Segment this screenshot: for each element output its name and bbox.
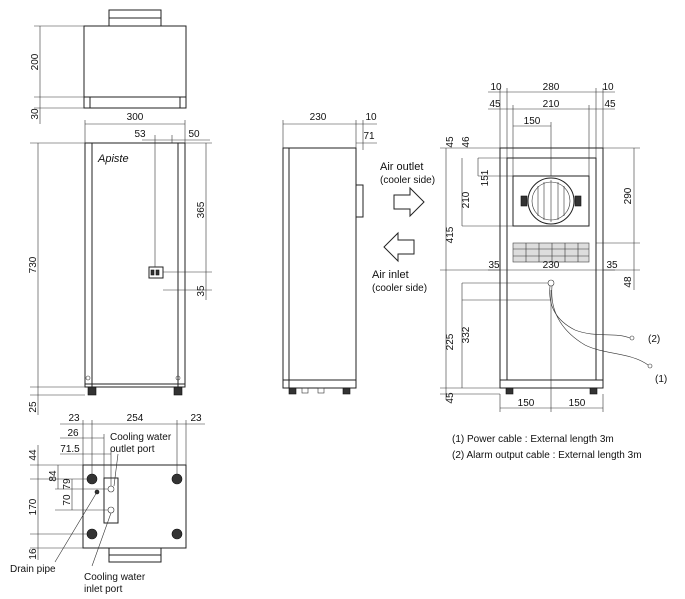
top-view [34,9,187,124]
cable-1-tag: (1) [655,374,667,385]
dim-rear-46: 46 [461,136,472,148]
dim-front-25: 25 [28,401,39,413]
air-outlet-sublabel: (cooler side) [380,175,435,186]
dim-rear-290: 290 [623,187,634,204]
drain-pipe-label: Drain pipe [10,564,56,575]
air-inlet-sublabel: (cooler side) [372,283,427,294]
dim-side-230: 230 [310,112,327,123]
dim-bot-23b: 23 [190,413,202,424]
dim-front-300: 300 [127,112,144,123]
dim-rear-150c: 150 [569,398,586,409]
dim-rear-332: 332 [461,326,472,343]
dim-rear-210a: 210 [543,99,560,110]
dim-front-53: 53 [134,129,146,140]
dim-top-30: 30 [30,108,41,120]
brand-logo: Apiste [97,153,129,165]
dim-rear-225: 225 [445,333,456,350]
dim-rear-280: 280 [543,82,560,93]
dim-rear-35b: 35 [606,260,618,271]
dim-side-10: 10 [365,112,377,123]
dim-bot-71-5: 71.5 [60,444,80,455]
dim-top-200: 200 [30,53,41,70]
rear-view [440,88,653,412]
dim-rear-48: 48 [623,276,634,288]
dim-bot-70: 70 [62,494,73,506]
dim-rear-151: 151 [480,169,491,186]
dim-rear-415: 415 [445,226,456,243]
dim-rear-45c: 45 [445,136,456,148]
cooling-outlet-label-1: Cooling water [110,432,172,443]
cooling-outlet-label-2: outlet port [110,444,155,455]
note-alarm-cable: (2) Alarm output cable : External length… [452,450,642,461]
dim-rear-45b: 45 [604,99,616,110]
dim-rear-150a: 150 [524,116,541,127]
dim-bot-254: 254 [127,413,144,424]
dim-bot-23a: 23 [68,413,80,424]
dim-bot-79: 79 [62,478,73,490]
side-view [282,120,377,395]
dim-rear-150b: 150 [518,398,535,409]
air-inlet-arrow [383,231,415,263]
dim-rear-210b: 210 [461,191,472,208]
note-power-cable: (1) Power cable : External length 3m [452,434,614,445]
dim-rear-35a: 35 [488,260,500,271]
dim-front-50: 50 [188,129,200,140]
dim-bot-170: 170 [28,498,39,515]
bottom-view [30,420,205,567]
dim-front-35: 35 [196,285,207,297]
air-outlet-label: Air outlet [380,161,423,173]
dim-front-365: 365 [196,201,207,218]
dim-bot-16: 16 [28,548,39,560]
cooling-inlet-label-2: inlet port [84,584,123,595]
cooling-inlet-label-1: Cooling water [84,572,146,583]
dim-rear-45d: 45 [445,392,456,404]
dim-rear-10a: 10 [490,82,502,93]
dim-rear-230: 230 [543,260,560,271]
cable-2-tag: (2) [648,334,660,345]
dim-side-71: 71 [363,131,375,142]
air-outlet-arrow [393,186,425,218]
front-view [30,120,212,415]
dim-bot-26: 26 [67,428,79,439]
dim-bot-44: 44 [28,449,39,461]
dim-front-730: 730 [28,256,39,273]
dim-rear-10b: 10 [602,82,614,93]
dim-bot-84: 84 [48,470,59,482]
dim-rear-45a: 45 [489,99,501,110]
air-inlet-label: Air inlet [372,269,409,281]
